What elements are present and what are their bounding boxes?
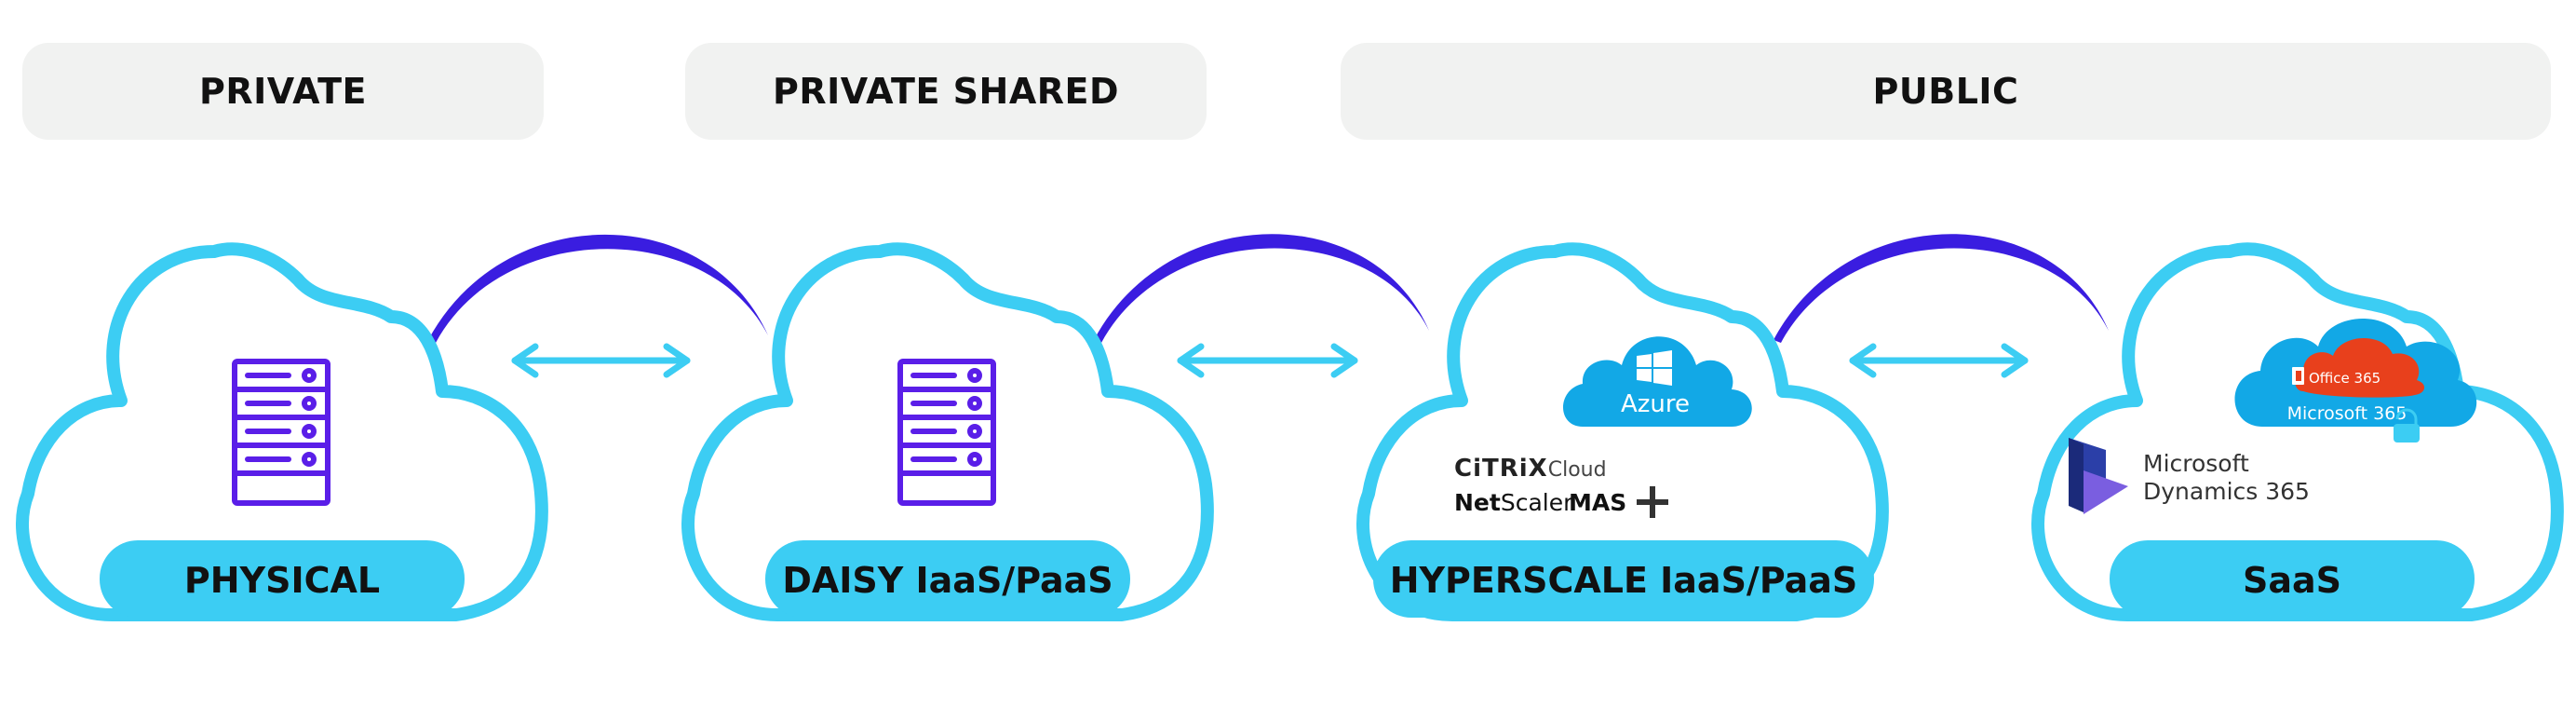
category-private-label: PRIVATE (199, 71, 367, 112)
dynamics-line2: Dynamics 365 (2143, 478, 2310, 505)
windows-icon (1637, 350, 1672, 386)
label-pill-hyperscale (1373, 540, 1874, 618)
arc-3 (1774, 234, 2109, 343)
double-arrows (511, 343, 2029, 378)
double-arrow-3-icon (1849, 343, 2029, 378)
citrix-wordmark: CiTRiX (1454, 455, 1548, 483)
netscaler-mas-logo: NetScaler MAS (1454, 486, 1668, 518)
mas-label: MAS (1569, 489, 1626, 516)
double-arrow-2-icon (1177, 343, 1358, 378)
label-pill-physical (100, 540, 465, 618)
netscaler-scaler: Scaler (1501, 489, 1573, 516)
category-private: PRIVATE (22, 43, 544, 140)
citrix-cloud-word: Cloud (1548, 458, 1607, 482)
office365-label: Office 365 (2309, 370, 2380, 387)
server-rack-icon (232, 359, 330, 506)
category-private-shared: PRIVATE SHARED (685, 43, 1207, 140)
office-icon (2292, 367, 2304, 385)
arc-1 (428, 234, 768, 343)
category-public-label: PUBLIC (1872, 71, 2019, 112)
server-rack-icon (897, 359, 996, 506)
label-daisy: DAISY IaaS/PaaS (782, 560, 1113, 601)
arc-2 (1094, 234, 1429, 343)
plus-icon (1637, 486, 1668, 518)
label-pill-saas (2110, 540, 2475, 618)
svg-text:NetScaler: NetScaler (1454, 489, 1573, 516)
azure-label: Azure (1621, 390, 1690, 418)
label-saas: SaaS (2243, 560, 2341, 601)
label-hyperscale: HYPERSCALE IaaS/PaaS (1390, 560, 1858, 601)
office365-cloud-logo: Office 365 Microsoft 365 (2234, 318, 2477, 442)
azure-cloud-logo: Azure (1563, 336, 1752, 427)
netscaler-net: Net (1454, 489, 1501, 516)
microsoft365-label: Microsoft 365 (2287, 403, 2407, 424)
category-private-shared-label: PRIVATE SHARED (773, 71, 1119, 112)
dynamics-line1: Microsoft (2143, 450, 2249, 477)
category-public: PUBLIC (1341, 43, 2551, 140)
double-arrow-1-icon (511, 343, 691, 378)
dynamics365-logo: Microsoft Dynamics 365 (2069, 438, 2310, 514)
label-pill-daisy (765, 540, 1130, 618)
citrix-cloud-logo: CiTRiXCloud (1454, 455, 1607, 483)
cloud-label-pills: PHYSICAL DAISY IaaS/PaaS HYPERSCALE IaaS… (100, 540, 2475, 618)
connection-arcs (428, 234, 2109, 343)
label-physical: PHYSICAL (184, 560, 380, 601)
lock-icon (2394, 408, 2420, 442)
svg-text:CiTRiXCloud: CiTRiXCloud (1454, 455, 1607, 483)
